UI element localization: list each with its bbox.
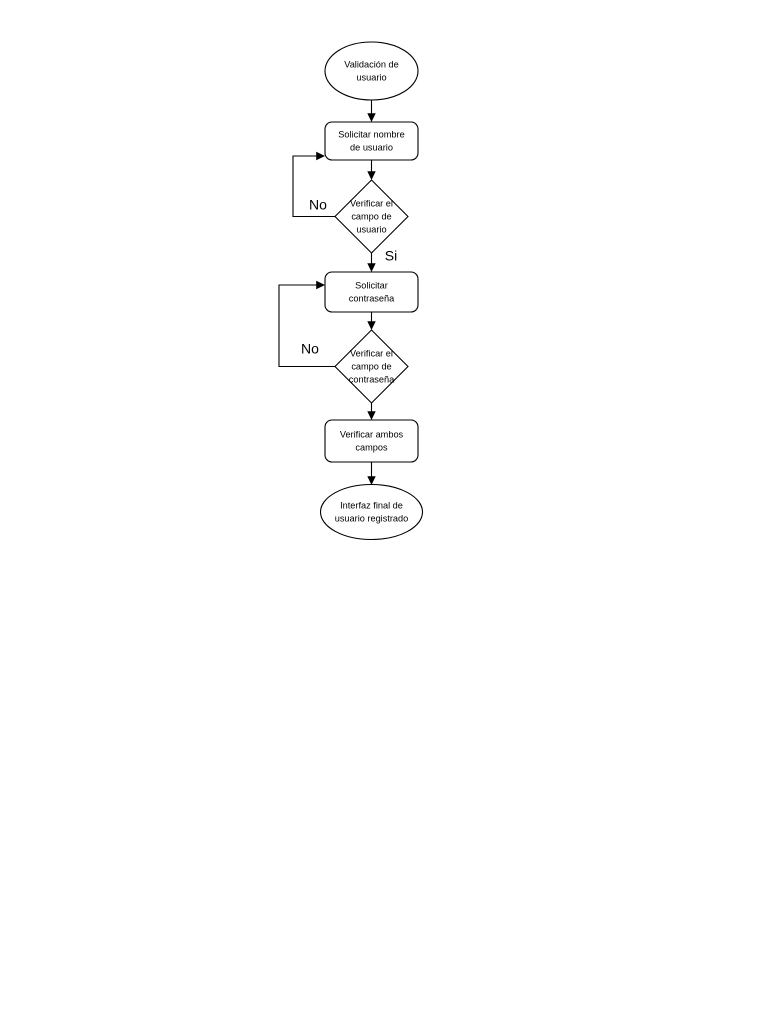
node-end-label-line2: usuario registrado — [335, 513, 409, 523]
edge-ask-username-to-check-username — [367, 160, 376, 180]
node-verificar-el-campo-de-contrasena[interactable]: Verificar el campo de contraseña — [334, 329, 409, 404]
node-check-both-label-line2: campos — [355, 442, 388, 452]
edge-ask-password-to-check-password — [367, 312, 376, 330]
edge-label-si-username: Si — [385, 248, 397, 264]
node-check-username-label-line3: usuario — [356, 224, 386, 234]
edge-check-username-si — [367, 253, 376, 272]
node-ask-username-label-line2: de usuario — [350, 142, 393, 152]
node-check-password-label-line1: Verificar el — [350, 348, 393, 358]
node-ask-username-label-line1: Solicitar nombre — [338, 129, 404, 139]
node-verificar-ambos-campos[interactable]: Verificar ambos campos — [324, 419, 419, 463]
edge-check-password-no-loop — [278, 280, 335, 368]
node-check-both-label-line1: Verificar ambos — [340, 429, 404, 439]
node-end-label-line1: Interfaz final de — [340, 500, 403, 510]
node-check-username-label-line2: campo de — [351, 211, 391, 221]
node-check-password-label-line2: campo de — [351, 361, 391, 371]
edge-check-both-to-end — [367, 462, 376, 485]
node-check-password-label-line3: contraseña — [349, 374, 395, 384]
node-ask-password-label-line1: Solicitar — [355, 280, 388, 290]
node-solicitar-contrasena[interactable]: Solicitar contraseña — [324, 271, 419, 313]
node-verificar-el-campo-de-usuario[interactable]: Verificar el campo de usuario — [334, 179, 409, 254]
node-start-validacion-de-usuario[interactable]: Validación de usuario — [324, 41, 419, 101]
node-interfaz-final-de-usuario-registrado[interactable]: Interfaz final de usuario registrado — [319, 483, 424, 541]
edge-check-password-to-check-both — [367, 403, 376, 420]
node-ask-password-label-line2: contraseña — [349, 293, 395, 303]
node-start-label-line2: usuario — [356, 72, 386, 82]
node-start-label-line1: Validación de — [344, 59, 398, 69]
node-solicitar-nombre-de-usuario[interactable]: Solicitar nombre de usuario — [324, 121, 419, 161]
edge-label-no-password: No — [301, 341, 319, 357]
edge-label-no-username: No — [309, 197, 327, 213]
edge-start-to-ask-username — [367, 100, 376, 122]
edge-check-username-no-loop — [292, 151, 335, 218]
node-check-username-label-line1: Verificar el — [350, 198, 393, 208]
